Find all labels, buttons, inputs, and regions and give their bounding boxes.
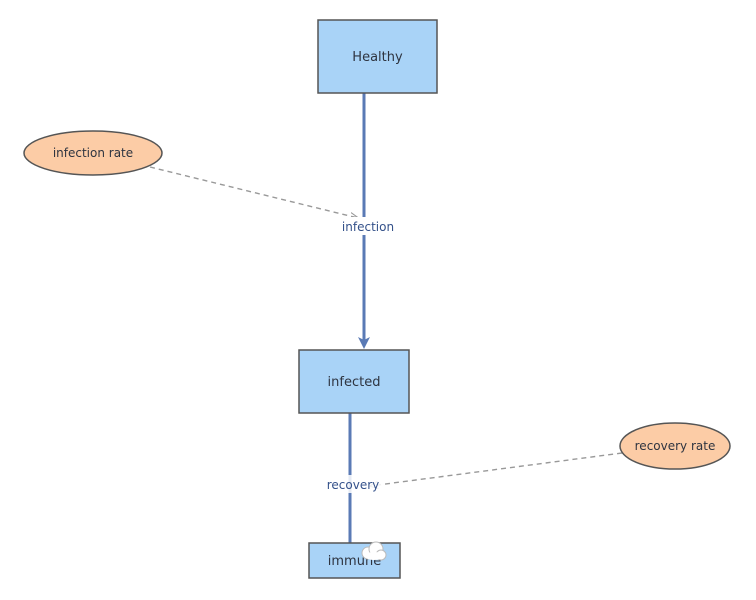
variable-infection-rate-label: infection rate <box>53 146 133 160</box>
infection-rate-link[interactable] <box>149 166 358 218</box>
recovery-rate-link[interactable] <box>370 452 623 486</box>
stock-healthy-label: Healthy <box>352 50 403 65</box>
stock-infected-label: infected <box>328 375 381 390</box>
flow-infection-label: infection <box>342 220 394 234</box>
cloud-icon <box>361 541 387 561</box>
stock-infected[interactable]: infected <box>298 349 410 414</box>
flow-recovery[interactable]: recovery <box>324 475 382 493</box>
flow-recovery-label: recovery <box>327 478 380 492</box>
variable-infection-rate[interactable]: infection rate <box>23 130 163 176</box>
variable-recovery-rate[interactable]: recovery rate <box>619 422 731 470</box>
stock-immune[interactable]: immune <box>308 542 401 579</box>
flow-infection[interactable]: infection <box>338 217 398 235</box>
stock-healthy[interactable]: Healthy <box>317 19 438 94</box>
variable-recovery-rate-label: recovery rate <box>635 439 716 453</box>
